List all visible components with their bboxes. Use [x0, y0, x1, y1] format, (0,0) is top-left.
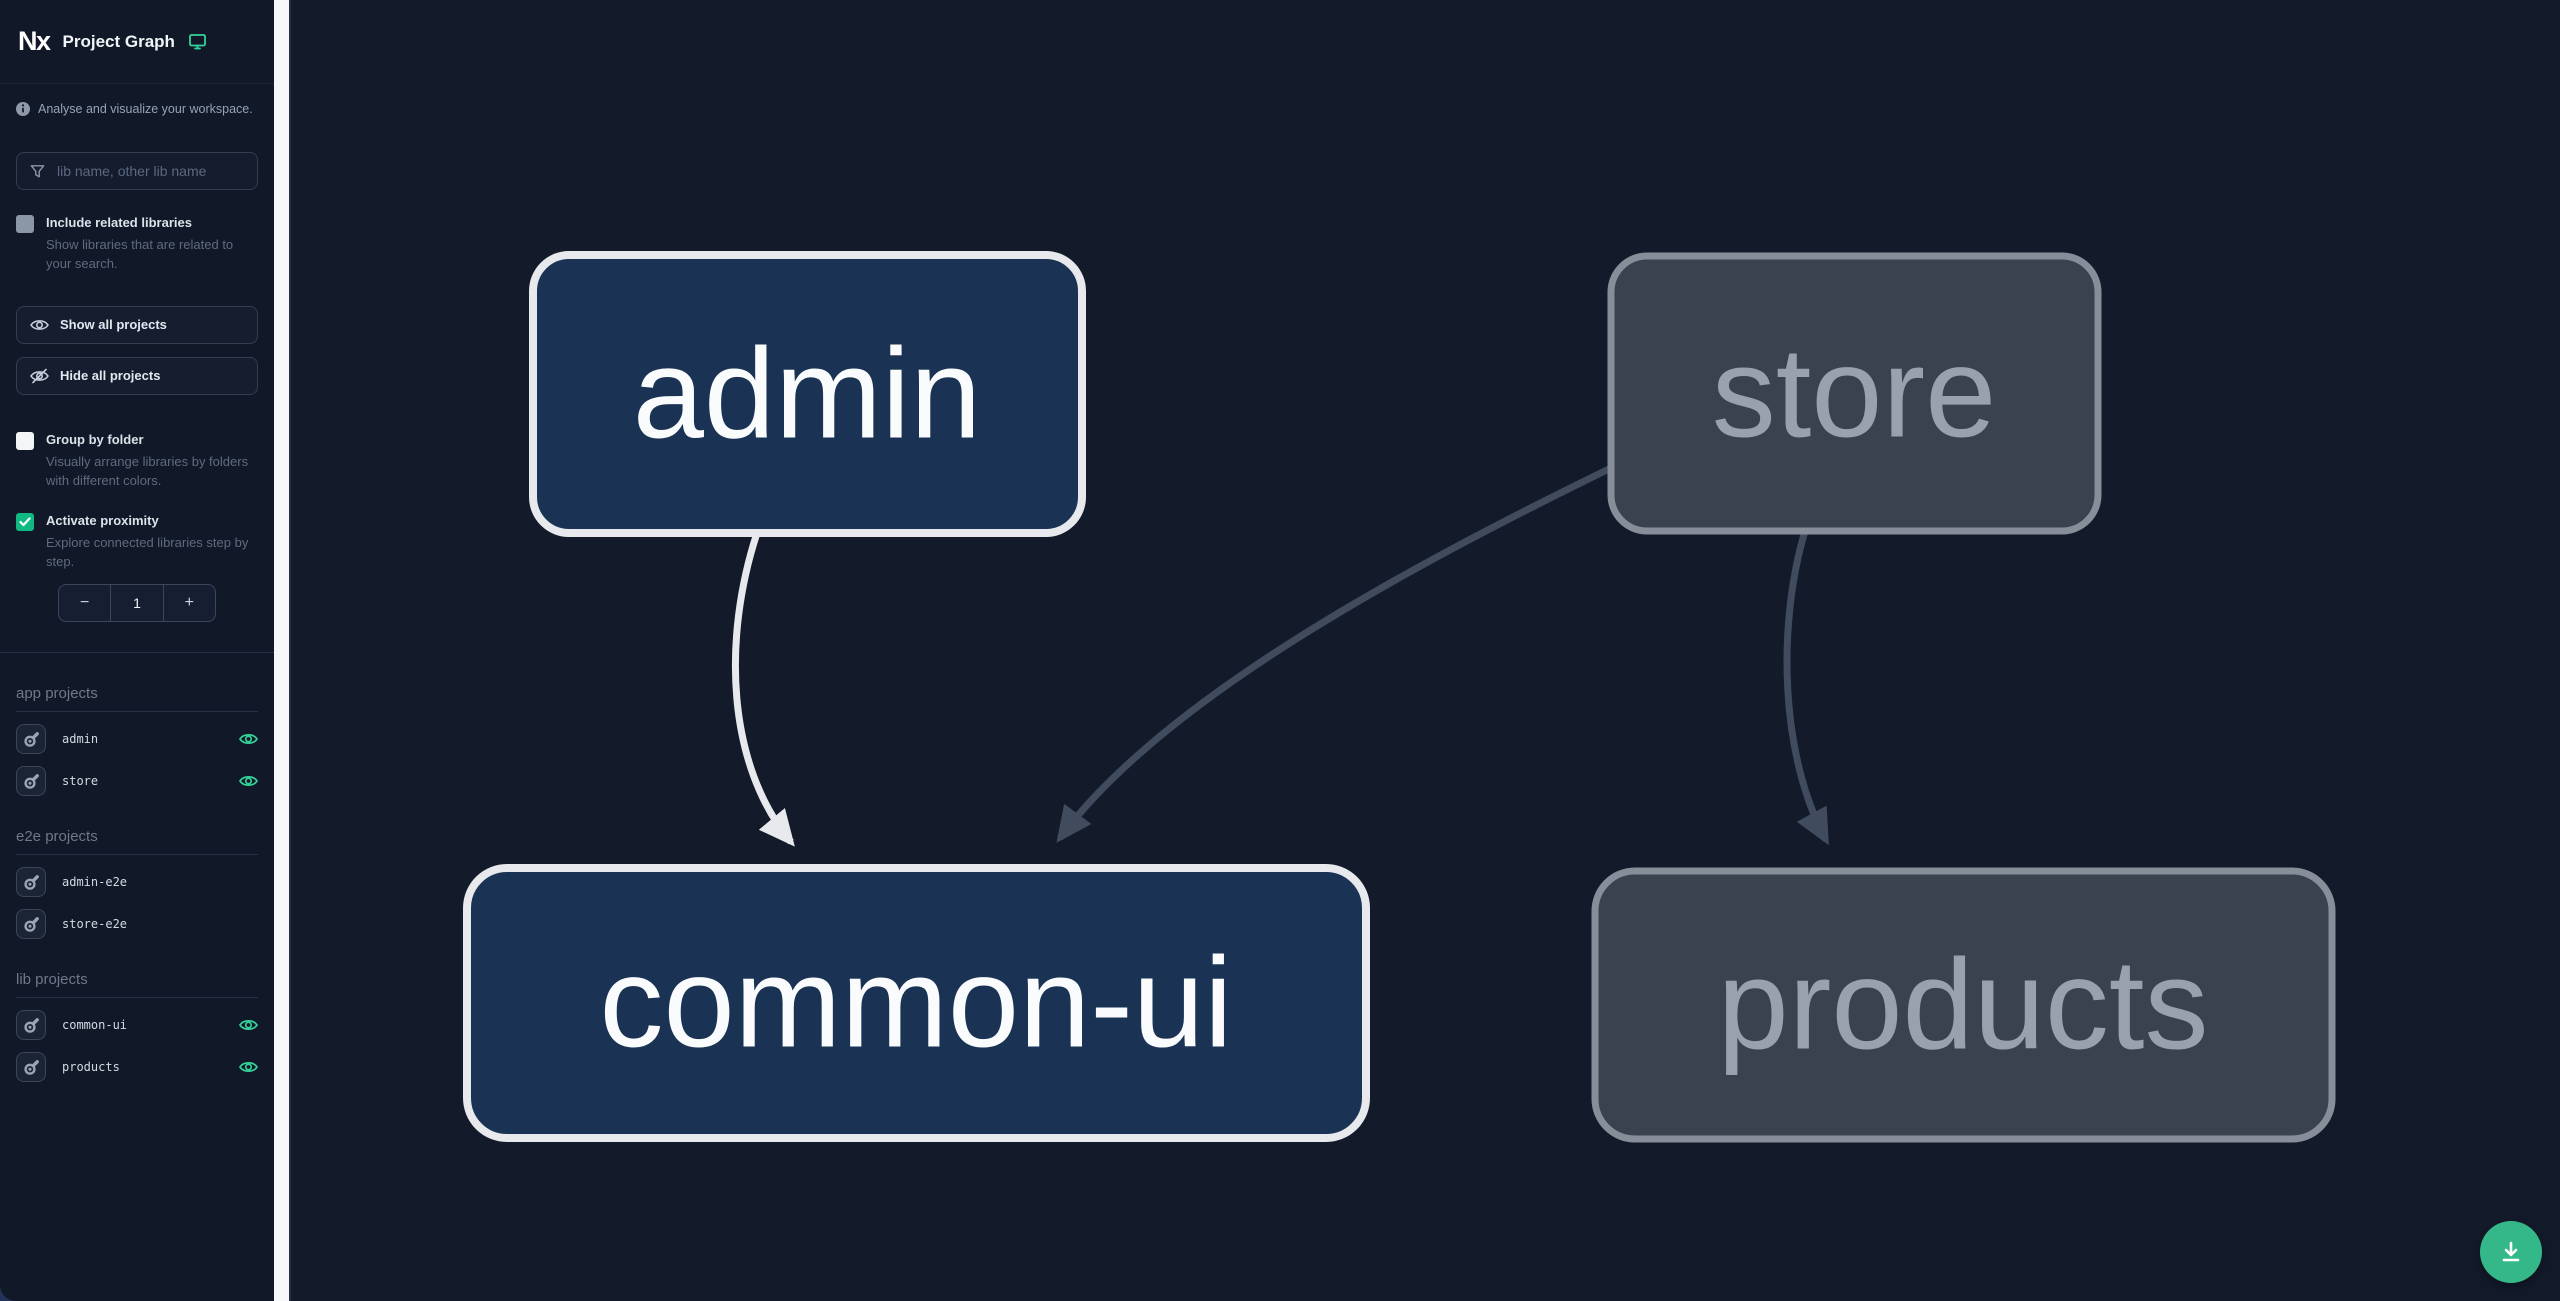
download-image-button[interactable]	[2480, 1221, 2542, 1283]
group-by-folder-description: Visually arrange libraries by folders wi…	[46, 453, 249, 488]
visibility-toggle[interactable]	[239, 732, 258, 746]
group-by-folder-checkbox[interactable]	[16, 431, 34, 450]
focus-icon	[23, 874, 39, 890]
project-row-common-ui: common-ui	[16, 1010, 258, 1041]
edge-admin-to-common-ui[interactable]	[731, 531, 795, 847]
project-row-store: store	[16, 766, 258, 797]
include-related-row: Include related libraries Show libraries…	[16, 214, 258, 274]
nx-logo: Nx	[18, 26, 51, 56]
section-title-lib-projects: lib projects	[16, 971, 258, 999]
project-row-store-e2e: store-e2e	[16, 909, 258, 940]
eye-visible-icon	[239, 1020, 258, 1031]
hide-all-label: Hide all projects	[60, 368, 161, 384]
eye-icon	[30, 319, 49, 330]
project-row-admin-e2e: admin-e2e	[16, 867, 258, 898]
project-name[interactable]: store-e2e	[62, 917, 128, 932]
monitor-icon[interactable]	[188, 32, 207, 51]
project-row-admin: admin	[16, 724, 258, 755]
node-label-common-ui: common-ui	[599, 932, 1232, 1075]
focus-project-button[interactable]	[16, 1010, 46, 1041]
sidebar-header: Nx Project Graph	[0, 0, 274, 84]
project-name[interactable]: common-ui	[62, 1018, 128, 1033]
graph-canvas[interactable]: admin store common-ui products	[289, 0, 2560, 1301]
search-input[interactable]	[57, 153, 257, 189]
project-graph-svg[interactable]: admin store common-ui products	[291, 0, 2560, 1301]
visibility-toggle[interactable]	[239, 774, 258, 788]
edge-store-to-products[interactable]	[1783, 530, 1830, 846]
activate-proximity-description: Explore connected libraries step by step…	[46, 535, 249, 570]
focus-project-button[interactable]	[16, 909, 46, 940]
show-all-label: Show all projects	[60, 317, 167, 333]
visibility-toggle[interactable]	[239, 1060, 258, 1074]
sidebar: Nx Project Graph Analyse and visualize y…	[0, 0, 274, 1301]
graph-node-admin[interactable]: admin	[529, 251, 1086, 537]
eye-slash-icon	[30, 368, 49, 383]
focus-icon	[23, 1017, 39, 1033]
edge-store-to-common-ui[interactable]	[1056, 464, 1613, 843]
focus-project-button[interactable]	[16, 724, 46, 755]
eye-visible-icon	[239, 734, 258, 745]
project-name[interactable]: products	[62, 1060, 120, 1075]
eye-visible-icon	[239, 776, 258, 787]
section-title-e2e-projects: e2e projects	[16, 828, 258, 856]
proximity-depth-value: 1	[110, 585, 164, 622]
graph-node-store[interactable]: store	[1607, 252, 2102, 535]
tagline-text: Analyse and visualize your workspace.	[38, 102, 253, 116]
graph-node-common-ui[interactable]: common-ui	[463, 864, 1370, 1142]
workspace-tagline: Analyse and visualize your workspace.	[16, 102, 258, 116]
download-icon	[2502, 1241, 2520, 1262]
section-title-app-projects: app projects	[16, 685, 258, 713]
focus-icon	[23, 731, 39, 747]
focus-icon	[23, 916, 39, 932]
project-name[interactable]: admin	[62, 732, 99, 747]
focus-project-button[interactable]	[16, 766, 46, 797]
visibility-toggle[interactable]	[239, 1018, 258, 1032]
activate-proximity-label[interactable]: Activate proximity	[46, 513, 159, 529]
node-label-admin: admin	[633, 323, 982, 466]
eye-visible-icon	[239, 1062, 258, 1073]
group-by-folder-label[interactable]: Group by folder	[46, 431, 144, 447]
filter-funnel-icon	[30, 164, 44, 177]
proximity-decrement-button[interactable]: −	[79, 594, 90, 612]
page-title: Project Graph	[62, 31, 175, 51]
check-icon	[19, 517, 31, 527]
hide-all-projects-button[interactable]: Hide all projects	[16, 356, 258, 395]
node-label-store: store	[1712, 322, 1997, 465]
graph-node-products[interactable]: products	[1591, 867, 2336, 1143]
group-by-folder-row: Group by folder Visually arrange librari…	[16, 431, 258, 491]
focus-icon	[23, 1059, 39, 1075]
project-filter-box	[16, 152, 258, 190]
proximity-increment-button[interactable]: +	[184, 594, 194, 612]
include-related-description: Show libraries that are related to your …	[46, 237, 234, 271]
focus-icon	[23, 773, 39, 789]
focus-project-button[interactable]	[16, 1052, 46, 1083]
project-name[interactable]: store	[62, 774, 99, 789]
sidebar-divider	[0, 652, 274, 654]
proximity-depth-stepper: − 1 +	[58, 584, 216, 623]
info-icon	[16, 102, 30, 116]
activate-proximity-row: Activate proximity Explore connected lib…	[16, 512, 258, 572]
focus-project-button[interactable]	[16, 867, 46, 898]
include-related-checkbox[interactable]	[16, 215, 34, 233]
node-label-products: products	[1718, 934, 2209, 1077]
project-name[interactable]: admin-e2e	[62, 875, 128, 890]
project-row-products: products	[16, 1052, 258, 1083]
include-related-label[interactable]: Include related libraries	[46, 215, 192, 230]
show-all-projects-button[interactable]: Show all projects	[16, 305, 258, 344]
activate-proximity-checkbox[interactable]	[16, 513, 34, 532]
